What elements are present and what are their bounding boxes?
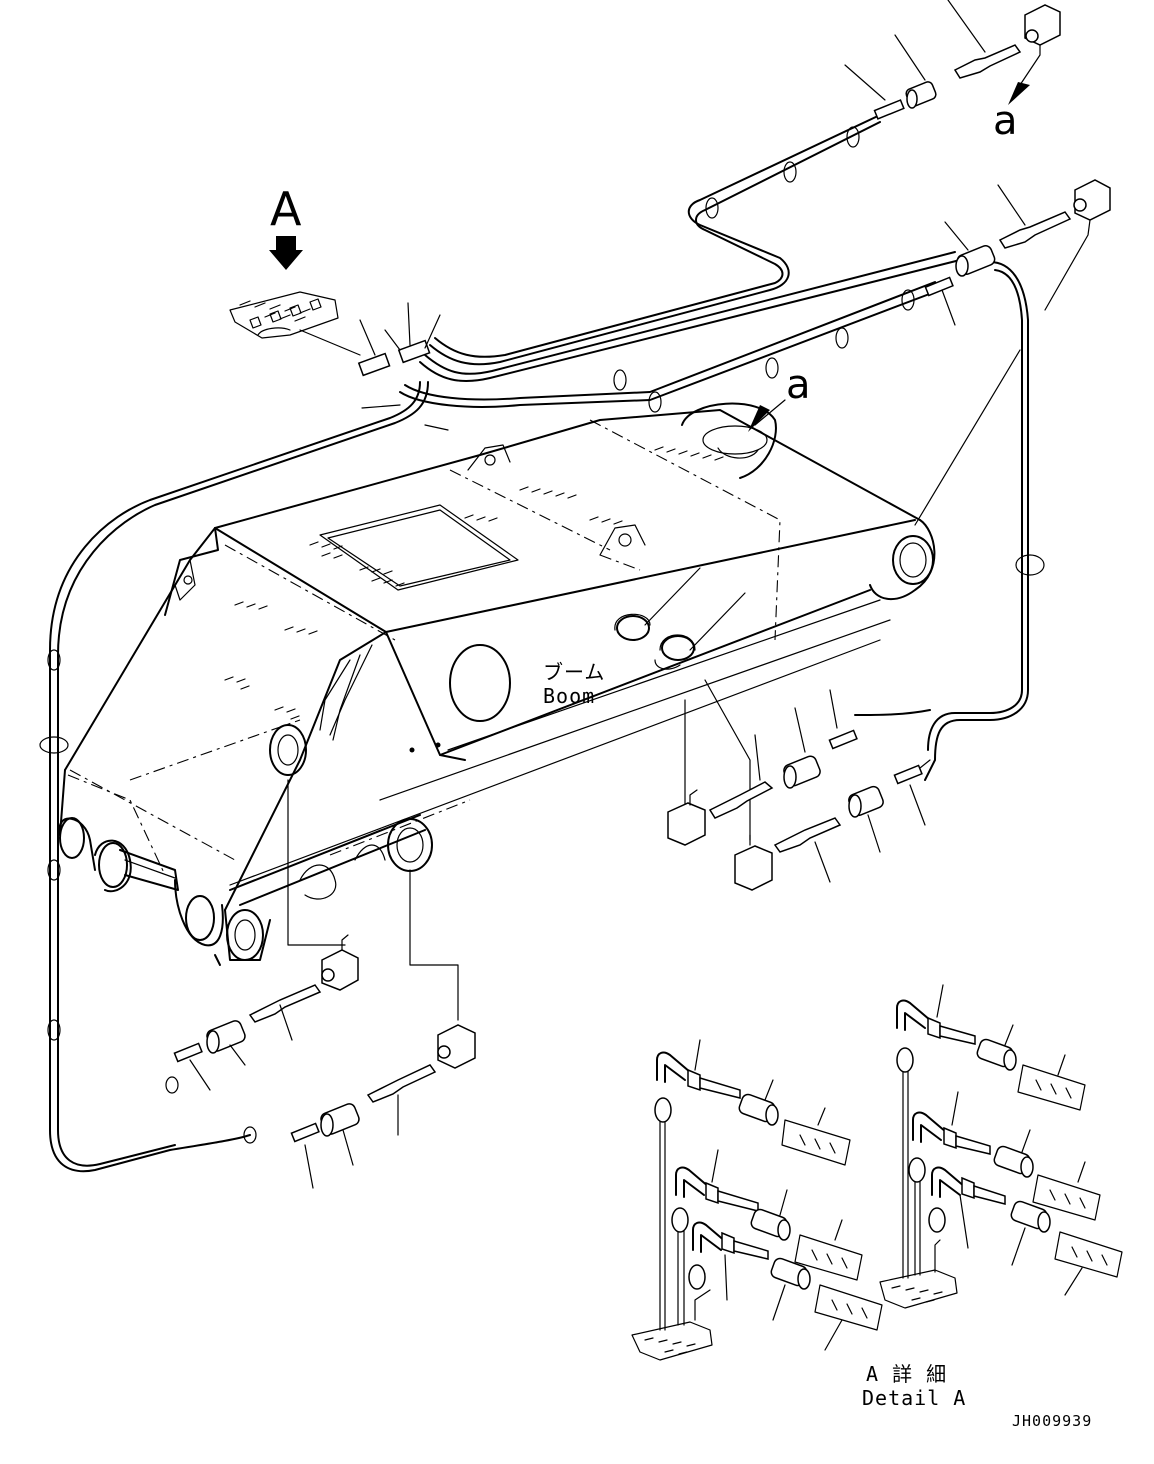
view-a-label: A [270,182,302,236]
pipe-clamps [39,126,1045,1144]
fitting-set-center [667,679,926,891]
view-arrow-A [269,236,303,270]
point-a-label-boom: a [786,362,811,408]
hose-line-lower [399,281,941,408]
boom-label-jp: ブーム [543,660,606,684]
detail-a-title-jp: A 詳 細 [866,1362,948,1386]
point-a-arrow-boom [748,399,786,432]
detail-a-title-en: Detail A [862,1386,967,1410]
distribution-block-A [229,291,361,356]
boom-stamp-marks [224,446,724,720]
hose-line-right-vertical [854,261,1029,781]
drawing-code: JH009939 [1012,1412,1093,1430]
boom-label-en: Boom [543,684,596,708]
point-a-label-top: a [993,98,1018,144]
hose-line-left-long [49,381,429,1173]
hose-sleeves [357,302,449,431]
hose-line-top [419,114,961,382]
boom-outline [58,402,936,966]
detail-a-right-stack [879,984,1123,1309]
fitting-set-lower-left [173,779,476,1189]
fitting-set-upper-right [914,179,1111,526]
fitting-set-top [844,0,1061,120]
detail-a-left-stack [631,1039,883,1361]
